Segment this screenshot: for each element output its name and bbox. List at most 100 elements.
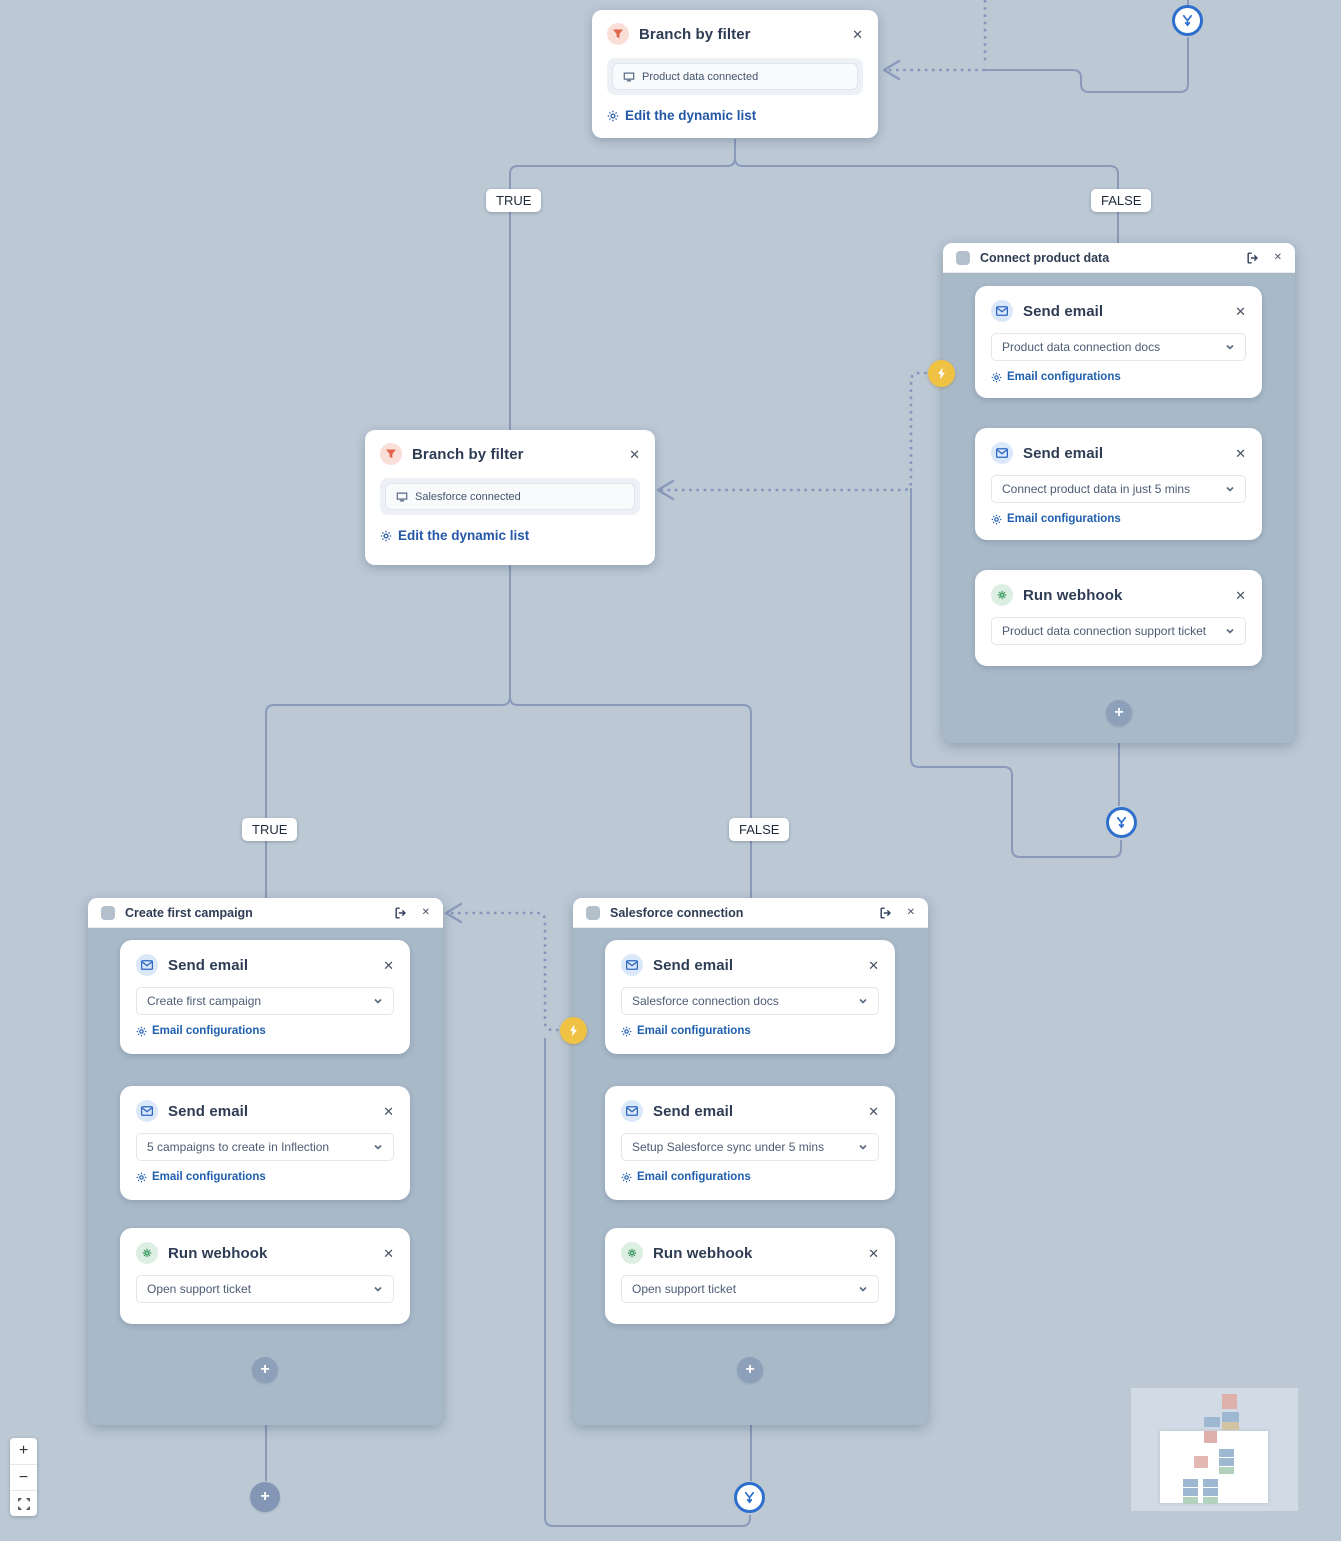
branch-node-product-data: Branch by filter ✕ Product data connecte… <box>592 10 878 138</box>
ungroup-icon[interactable] <box>1246 251 1260 265</box>
gear-icon <box>136 1172 147 1182</box>
filter-condition-box: Product data connected <box>607 58 863 95</box>
add-step-button[interactable]: + <box>250 1482 280 1512</box>
gear-icon <box>621 1172 632 1182</box>
gear-icon <box>991 372 1002 382</box>
minimap-node <box>1183 1488 1198 1496</box>
run-webhook-card: Run webhook ✕ Open support ticket <box>120 1228 410 1324</box>
group-title: Create first campaign <box>125 905 253 920</box>
close-icon[interactable]: ✕ <box>629 446 640 462</box>
email-template-select[interactable]: Create first campaign <box>136 987 394 1015</box>
minimap-node <box>1203 1497 1218 1504</box>
email-configurations-link[interactable]: Email configurations <box>136 1171 266 1183</box>
minimap[interactable] <box>1131 1388 1298 1511</box>
send-email-card: Send email ✕ Setup Salesforce sync under… <box>605 1086 895 1200</box>
webhook-icon <box>991 584 1013 606</box>
email-template-select[interactable]: 5 campaigns to create in Inflection <box>136 1133 394 1161</box>
edit-dynamic-list-link[interactable]: Edit the dynamic list <box>607 108 756 123</box>
send-email-card: Send email ✕ Create first campaign Email… <box>120 940 410 1054</box>
edit-dynamic-list-link[interactable]: Edit the dynamic list <box>380 528 529 543</box>
branch-label-false: FALSE <box>1091 189 1152 212</box>
send-email-card: Send email ✕ Product data connection doc… <box>975 286 1262 398</box>
chevron-down-icon <box>1226 486 1234 492</box>
group-title: Connect product data <box>980 250 1110 265</box>
email-template-select[interactable]: Salesforce connection docs <box>621 987 879 1015</box>
ungroup-icon[interactable] <box>394 906 408 920</box>
email-template-select[interactable]: Connect product data in just 5 mins <box>991 475 1246 503</box>
close-icon[interactable]: ✕ <box>1273 251 1282 263</box>
minimap-node <box>1222 1394 1237 1409</box>
minimap-node <box>1204 1431 1217 1443</box>
close-icon[interactable]: ✕ <box>868 957 879 973</box>
email-template-select[interactable]: Product data connection docs <box>991 333 1246 361</box>
email-configurations-link[interactable]: Email configurations <box>136 1025 266 1037</box>
group-title: Salesforce connection <box>610 905 744 920</box>
ungroup-icon[interactable] <box>879 906 893 920</box>
email-configurations-link[interactable]: Email configurations <box>621 1025 751 1037</box>
branch-merge-icon <box>734 1482 765 1513</box>
email-icon <box>136 954 158 976</box>
branch-title: Branch by filter <box>412 445 524 463</box>
monitor-icon <box>396 492 408 501</box>
filter-condition-chip[interactable]: Salesforce connected <box>385 483 635 510</box>
filter-condition-chip[interactable]: Product data connected <box>612 63 858 90</box>
chevron-down-icon <box>859 1286 867 1292</box>
close-icon[interactable]: ✕ <box>868 1103 879 1119</box>
filter-value: Product data connected <box>642 70 759 83</box>
email-icon <box>991 300 1013 322</box>
minimap-node <box>1219 1449 1234 1457</box>
close-icon[interactable]: ✕ <box>1235 587 1246 603</box>
minimap-node <box>1194 1456 1208 1468</box>
close-icon[interactable]: ✕ <box>421 906 430 918</box>
webhook-select[interactable]: Open support ticket <box>136 1275 394 1303</box>
minimap-node <box>1183 1479 1198 1487</box>
email-icon <box>621 954 643 976</box>
branch-node-salesforce: Branch by filter ✕ Salesforce connected … <box>365 430 655 565</box>
zoom-in-button[interactable]: + <box>18 1442 29 1459</box>
run-webhook-card: Run webhook ✕ Product data connection su… <box>975 570 1262 666</box>
close-icon[interactable]: ✕ <box>1235 303 1246 319</box>
zoom-out-button[interactable]: − <box>10 1464 37 1490</box>
gear-icon <box>380 530 392 541</box>
close-icon[interactable]: ✕ <box>383 957 394 973</box>
email-icon <box>136 1100 158 1122</box>
webhook-icon <box>621 1242 643 1264</box>
minimap-node <box>1222 1422 1239 1430</box>
close-icon[interactable]: ✕ <box>906 906 915 918</box>
fit-view-button[interactable] <box>10 1490 37 1516</box>
email-template-select[interactable]: Setup Salesforce sync under 5 mins <box>621 1133 879 1161</box>
monitor-icon <box>623 72 635 81</box>
email-configurations-link[interactable]: Email configurations <box>991 513 1121 525</box>
minimap-node <box>1222 1412 1239 1422</box>
close-icon[interactable]: ✕ <box>1235 445 1246 461</box>
minimap-node <box>1183 1497 1198 1504</box>
minimap-node <box>1203 1488 1218 1496</box>
close-icon[interactable]: ✕ <box>383 1103 394 1119</box>
chevron-down-icon <box>859 998 867 1004</box>
gear-icon <box>607 110 619 121</box>
close-icon[interactable]: ✕ <box>383 1245 394 1261</box>
filter-icon <box>380 443 402 465</box>
close-icon[interactable]: ✕ <box>852 26 863 42</box>
add-step-button[interactable]: + <box>1106 700 1132 726</box>
webhook-select[interactable]: Open support ticket <box>621 1275 879 1303</box>
email-configurations-link[interactable]: Email configurations <box>991 371 1121 383</box>
add-step-button[interactable]: + <box>252 1357 278 1383</box>
close-icon[interactable]: ✕ <box>868 1245 879 1261</box>
add-step-button[interactable]: + <box>737 1357 763 1383</box>
minimap-nodes <box>1131 1388 1298 1511</box>
webhook-icon <box>136 1242 158 1264</box>
email-configurations-link[interactable]: Email configurations <box>621 1171 751 1183</box>
filter-condition-box: Salesforce connected <box>380 478 640 515</box>
entry-point-icon <box>928 360 955 387</box>
group-icon <box>101 905 115 920</box>
entry-point-icon <box>560 1017 587 1044</box>
minimap-node <box>1204 1417 1220 1427</box>
minimap-node <box>1219 1458 1234 1466</box>
webhook-select[interactable]: Product data connection support ticket <box>991 617 1246 645</box>
send-email-card: Send email ✕ Salesforce connection docs … <box>605 940 895 1054</box>
run-webhook-card: Run webhook ✕ Open support ticket <box>605 1228 895 1324</box>
minimap-node <box>1203 1479 1218 1487</box>
branch-label-true: TRUE <box>242 818 298 841</box>
